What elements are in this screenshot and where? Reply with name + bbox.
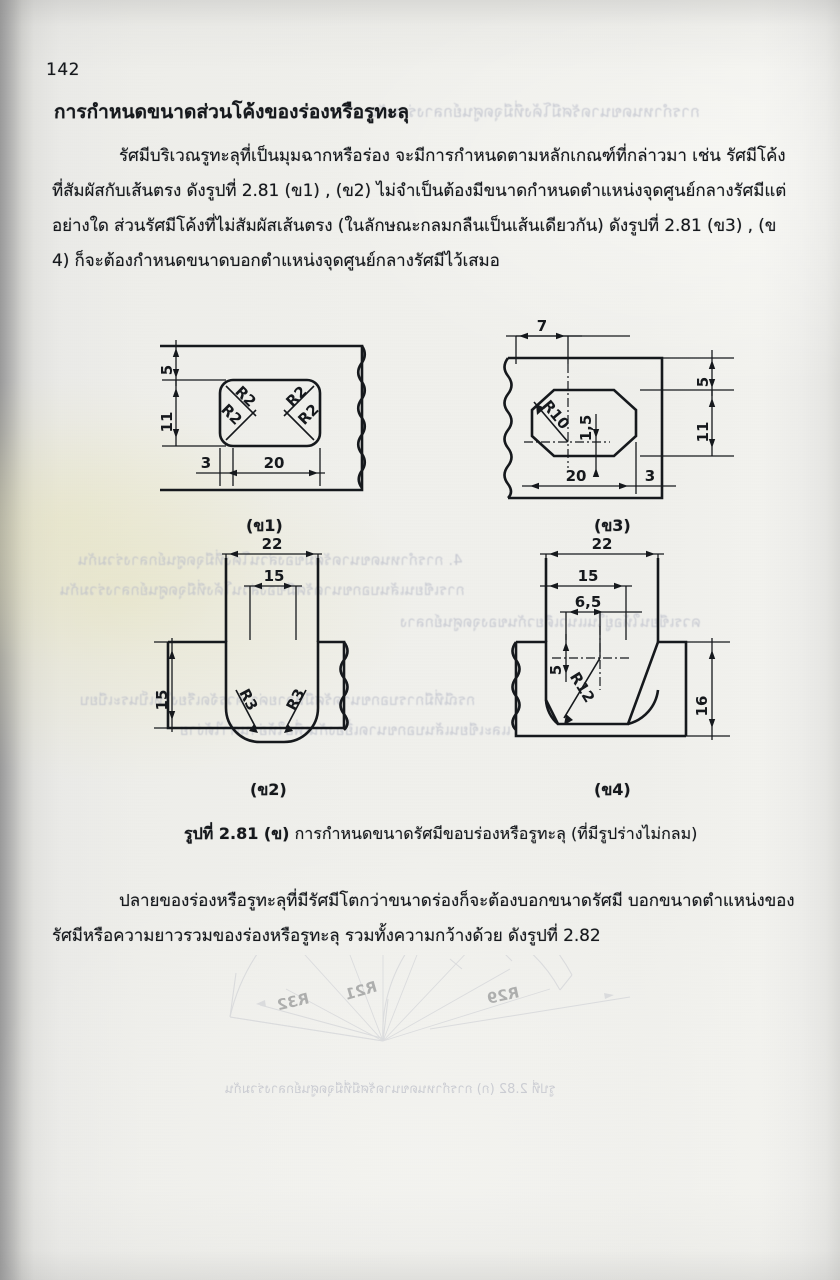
dim-kho1-3: 3 <box>201 454 211 472</box>
figure-caption-text: การกำหนดขนาดรัศมีขอบร่องหรือรูทะลุ (ที่ม… <box>289 824 698 843</box>
dim-kho4-15: 15 <box>578 567 599 585</box>
dim-kho4-16: 16 <box>693 696 711 717</box>
dim-kho1-20: 20 <box>264 454 285 472</box>
paragraph-2-line-2: รัศมีหรือความยาวรวมของร่องหรือรูทะลุ รวม… <box>52 926 601 946</box>
dim-kho4-6-5: 6,5 <box>575 593 602 611</box>
dim-kho1-11: 11 <box>158 412 176 433</box>
sub-figure-label-kho2: (ข2) <box>250 780 287 799</box>
dim-kho2-22: 22 <box>262 535 283 553</box>
paragraph-1-line-2: ที่สัมผัสกับเส้นตรง ดังรูปที่ 2.81 (ข1) … <box>52 181 787 201</box>
dim-kho3-1-5: 1,5 <box>577 415 595 442</box>
sub-figure-label-kho1: (ข1) <box>246 516 283 535</box>
paragraph-2-line-1: ปลายของร่องหรือรูทะลุที่มีรัศมีโตกว่าขนา… <box>119 891 795 911</box>
paragraph-1-line-1: รัศมีบริเวณรูทะลุที่เป็นมุมฉากหรือร่อง จ… <box>119 146 786 166</box>
dim-kho4-22: 22 <box>592 535 613 553</box>
dim-kho1-5: 5 <box>158 365 176 375</box>
radius-kho4-R12: R12 <box>566 669 598 706</box>
paragraph-1-line-4: 4) ก็จะต้องกำหนดขนาดบอกตำแหน่งจุดศูนย์กล… <box>52 251 500 271</box>
sub-figure-kho4: 22 15 6,5 <box>490 535 780 770</box>
radius-kho2-b: R3 <box>282 686 308 714</box>
dim-kho4-5: 5 <box>547 665 565 675</box>
section-heading: การกำหนดขนาดส่วนโค้งของร่องหรือรูทะลุ <box>54 101 410 123</box>
sub-figure-kho3: 7 5 11 20 3 <box>490 317 770 518</box>
page-number: 142 <box>46 60 80 80</box>
dim-kho3-20: 20 <box>566 467 587 485</box>
dim-kho3-3: 3 <box>645 467 655 485</box>
sub-figure-label-kho3: (ข3) <box>594 516 631 535</box>
dim-kho3-7: 7 <box>537 317 547 335</box>
dim-kho3-5: 5 <box>694 377 712 387</box>
dim-kho3-11: 11 <box>694 422 712 443</box>
dim-kho2-15-left: 15 <box>153 690 171 711</box>
sub-figure-label-kho4: (ข4) <box>594 780 631 799</box>
sub-figure-kho1: 5 11 20 3 R2 R2 R2 R2 <box>150 318 420 518</box>
figure-caption: รูปที่ 2.81 (ข) การกำหนดขนาดรัศมีขอบร่อง… <box>184 822 697 847</box>
radius-kho2-a: R3 <box>235 686 261 714</box>
paragraph-1-line-3: อย่างใด ส่วนรัศมีโค้งที่ไม่สัมผัสเส้นตรง… <box>52 216 777 236</box>
sub-figure-kho2: 22 15 15 <box>140 535 430 770</box>
dim-kho2-15-top: 15 <box>264 567 285 585</box>
figure-caption-number: รูปที่ 2.81 (ข) <box>184 824 290 843</box>
